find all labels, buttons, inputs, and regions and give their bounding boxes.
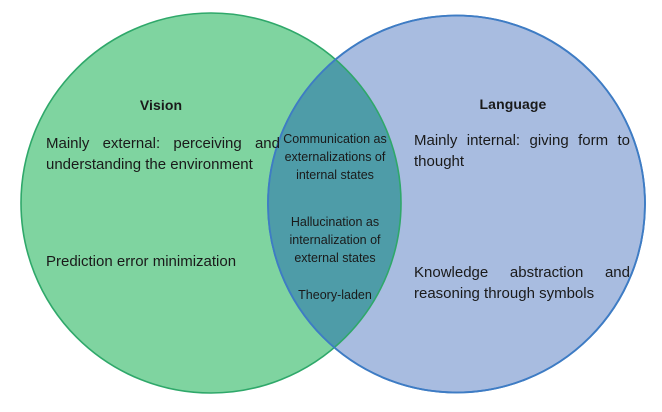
vision-item-2: Prediction error minimization bbox=[46, 253, 237, 270]
vision-title: Vision bbox=[139, 97, 183, 113]
intersection-item-1: Communication as externalizations of int… bbox=[283, 132, 391, 183]
intersection-lens bbox=[268, 15, 402, 393]
vision-item-1: Mainly external: perceiving and understa… bbox=[46, 135, 280, 174]
language-item-2: Knowledge abstraction and reasoning thro… bbox=[414, 264, 630, 303]
language-title: Language bbox=[479, 96, 547, 112]
intersection-item-2: Hallucination as internalization of exte… bbox=[289, 215, 384, 266]
language-item-1: Mainly internal: giving form to thought bbox=[414, 132, 630, 171]
language-circle-outline bbox=[267, 14, 646, 394]
intersection-item-3: Theory-laden bbox=[298, 288, 372, 302]
